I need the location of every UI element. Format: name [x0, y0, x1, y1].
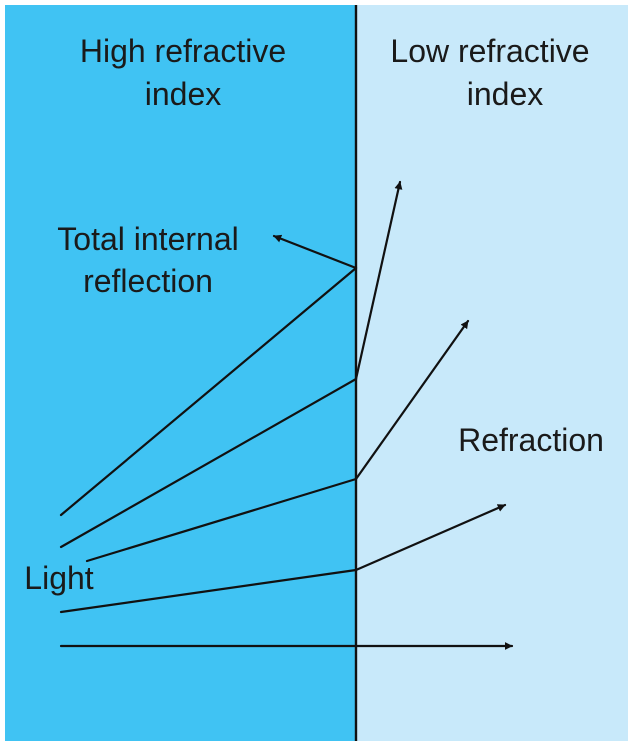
total-internal-reflection-label-line2: reflection [83, 263, 213, 299]
total-internal-reflection-label-line1: Total internal [57, 221, 238, 257]
ray-1-incident [59, 266, 358, 517]
ray-4-incident [59, 568, 358, 614]
refraction-label: Refraction [458, 422, 604, 458]
ray-2-refracted [354, 180, 403, 381]
ray-2-incident [59, 377, 358, 549]
high-index-region [5, 5, 356, 741]
high-index-label-line1: High refractive [80, 33, 286, 69]
light-label: Light [24, 560, 94, 596]
high-index-label-line2: index [145, 76, 222, 112]
ray-1-reflected [272, 234, 358, 270]
ray-4-refracted [354, 503, 507, 572]
ray-3-refracted [354, 319, 470, 481]
low-index-label-line2: index [467, 76, 544, 112]
low-index-region [356, 5, 628, 741]
low-index-label-line1: Low refractive [390, 33, 589, 69]
ray-3-incident [85, 477, 358, 563]
